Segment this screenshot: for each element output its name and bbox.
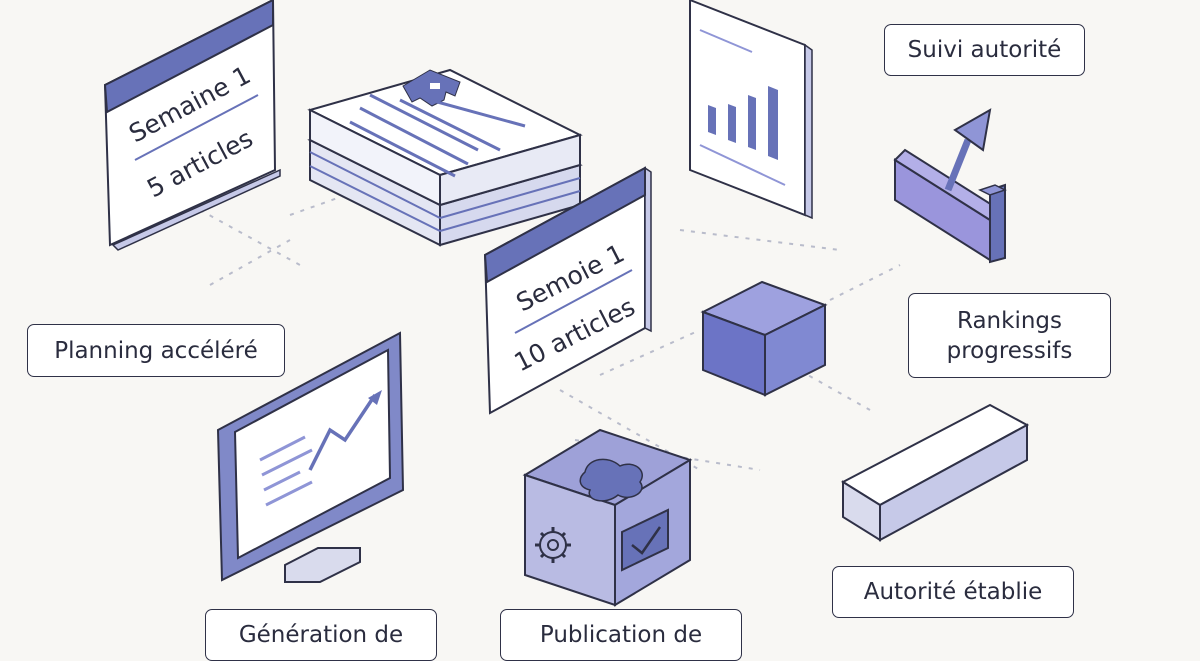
cube-icon <box>700 280 828 397</box>
document-stack-icon <box>307 68 583 247</box>
label-planning-accelere: Planning accéléré <box>27 324 285 377</box>
week1-card: Semaine 1 5 articles <box>103 0 281 251</box>
gear-icon <box>535 527 571 563</box>
blob-icon <box>579 458 643 502</box>
label-generation-partial: Génération de <box>205 609 437 661</box>
label-autorite-etablie: Autorité établie <box>832 566 1074 618</box>
checkbox-icon <box>621 508 669 572</box>
label-rankings-progressifs: Rankings progressifs <box>908 293 1111 378</box>
label-rankings-line2: progressifs <box>946 337 1073 364</box>
flat-bar-icon <box>840 403 1030 542</box>
monitor-icon <box>216 331 405 583</box>
bar-chart-icon <box>689 0 813 220</box>
label-publication-partial: Publication de <box>500 609 742 661</box>
trend-arrow-icon <box>893 108 1007 264</box>
label-suivi-autorite: Suivi autorité <box>884 24 1085 76</box>
label-rankings-line1: Rankings <box>956 307 1063 334</box>
diagram-canvas: Semaine 1 5 articles <box>103 0 1030 607</box>
week2-card: Semoie 1 10 articles <box>483 166 652 415</box>
automation-box-icon <box>522 428 693 607</box>
